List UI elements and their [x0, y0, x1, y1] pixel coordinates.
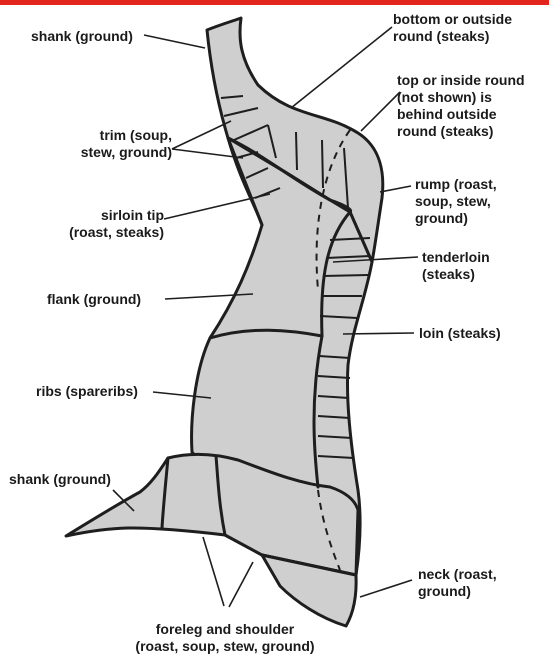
label-ribs: ribs (spareribs): [36, 383, 138, 400]
label-sirloin-tip: sirloin tip (roast, steaks): [40, 207, 164, 241]
label-tenderloin: tenderloin (steaks): [422, 249, 490, 283]
label-flank: flank (ground): [47, 291, 141, 308]
label-neck: neck (roast, ground): [418, 566, 497, 600]
label-top-round: top or inside round (not shown) is behin…: [397, 72, 525, 140]
label-shank-bottom: shank (ground): [9, 471, 111, 488]
label-rump: rump (roast, soup, stew, ground): [415, 176, 497, 227]
label-shank-top: shank (ground): [31, 28, 133, 45]
label-trim: trim (soup, stew, ground): [60, 127, 172, 161]
label-loin: loin (steaks): [419, 325, 501, 342]
label-foreleg-shoulder: foreleg and shoulder (roast, soup, stew,…: [95, 621, 355, 655]
label-bottom-round: bottom or outside round (steaks): [393, 11, 512, 45]
